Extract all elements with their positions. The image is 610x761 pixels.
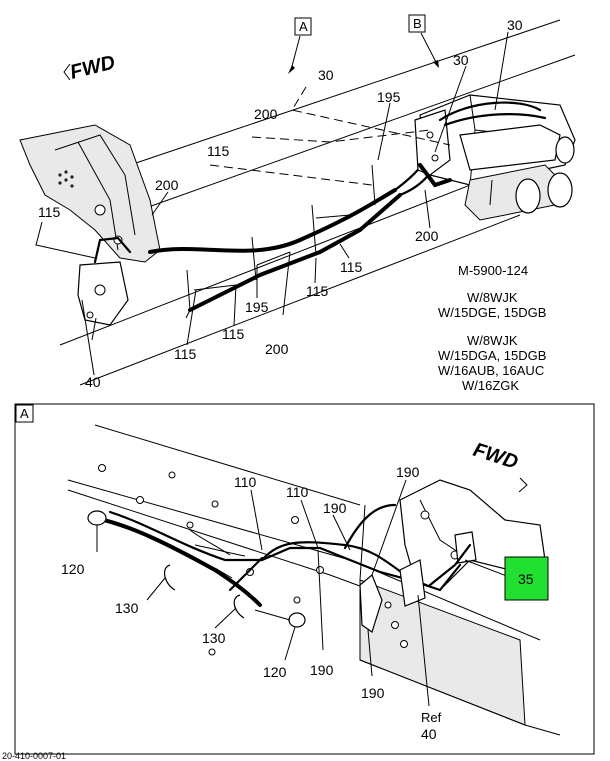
- callout-ref: Ref: [421, 710, 442, 725]
- callout-190-d: 190: [361, 685, 385, 701]
- leaders-top: [35, 31, 509, 376]
- callouts-top: 30 30 30 195 200 115 200 115 200 115 115…: [38, 17, 523, 390]
- fwd-indicator-detail: FWD: [470, 439, 528, 493]
- callout-115-d: 115: [306, 283, 329, 299]
- callout-200-b: 200: [155, 177, 179, 193]
- harness-detail: [87, 503, 472, 633]
- notes-block: M-5900-124 W/8WJK W/15DGE, 15DGB W/8WJK …: [438, 263, 546, 393]
- callout-30-a: 30: [318, 67, 334, 83]
- highlight-callout-35[interactable]: 35: [504, 556, 549, 601]
- battery-box-assembly: [414, 94, 576, 221]
- fwd-indicator-top: FWD: [63, 51, 118, 84]
- callout-40-top: 40: [85, 374, 101, 390]
- doc-number: 20-410-0007-01: [2, 751, 66, 761]
- callout-200-c: 200: [415, 228, 439, 244]
- leaders-detail: [96, 479, 513, 707]
- callout-130-b: 130: [202, 630, 226, 646]
- callout-115-e: 115: [222, 326, 245, 342]
- callout-115-b: 115: [38, 204, 61, 220]
- callout-190-c: 190: [310, 662, 334, 678]
- note-1-line-2: W/15DGE, 15DGB: [438, 305, 546, 320]
- callout-110-b: 110: [286, 484, 309, 500]
- callout-120-b: 120: [263, 664, 287, 680]
- callout-120-a: 120: [61, 561, 85, 577]
- fwd-label-detail: FWD: [470, 439, 520, 474]
- model-code: M-5900-124: [458, 263, 528, 278]
- callout-200-d: 200: [265, 341, 289, 357]
- callout-30-b: 30: [453, 52, 469, 68]
- callout-190-a: 190: [396, 464, 420, 480]
- frame-rail-detail: [67, 424, 561, 736]
- detail-a-tag: A: [20, 406, 29, 421]
- view-b-tag: B: [408, 14, 439, 68]
- detail-a-panel: A FWD: [14, 403, 595, 755]
- callout-195-b: 195: [245, 299, 269, 315]
- callout-190-b: 190: [323, 500, 347, 516]
- callout-115-f: 115: [174, 346, 197, 362]
- callout-130-a: 130: [115, 600, 139, 616]
- top-view: FWD A B: [19, 14, 576, 393]
- callouts-detail: 110 110 190 190 120 130 130 120 190 190 …: [61, 464, 442, 742]
- view-a-tag: A: [288, 17, 312, 74]
- svg-text:B: B: [413, 16, 422, 31]
- note-2-line-2: W/15DGA, 15DGB: [438, 348, 546, 363]
- callout-30-c: 30: [507, 17, 523, 33]
- callout-40-detail: 40: [421, 726, 437, 742]
- callout-195-a: 195: [377, 89, 401, 105]
- fwd-label-top: FWD: [68, 51, 118, 83]
- svg-text:A: A: [299, 19, 308, 34]
- detail-a-border: [14, 403, 595, 755]
- detail-a-tag-box: [15, 404, 34, 423]
- callout-35: 35: [518, 571, 534, 587]
- callout-115-a: 115: [207, 143, 230, 159]
- note-1-line-1: W/8WJK: [467, 290, 518, 305]
- callout-110-a: 110: [234, 474, 257, 490]
- note-2-line-1: W/8WJK: [467, 333, 518, 348]
- callout-115-c: 115: [340, 259, 363, 275]
- callout-35-box[interactable]: [504, 556, 549, 601]
- harness-top: [148, 133, 450, 319]
- callout-200-a: 200: [254, 106, 278, 122]
- note-2-line-4: W/16ZGK: [462, 378, 519, 393]
- crossmember-left: [19, 124, 161, 341]
- note-2-line-3: W/16AUB, 16AUC: [438, 363, 544, 378]
